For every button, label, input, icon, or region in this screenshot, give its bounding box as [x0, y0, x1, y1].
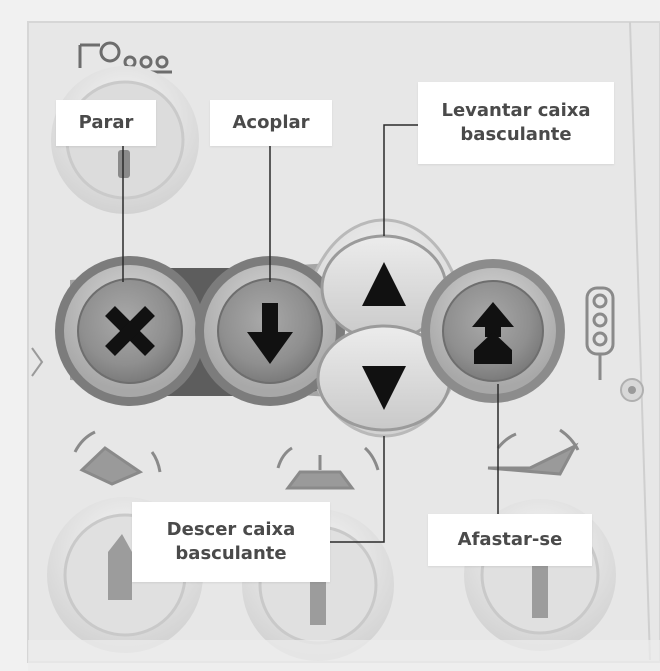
arrow-down-icon	[247, 303, 293, 364]
tilt-right-icon	[487, 428, 580, 476]
screw-icon	[620, 378, 644, 402]
stop-button[interactable]	[55, 256, 205, 406]
callout-raise-bin-line1: Levantar caixa	[441, 100, 591, 121]
chevron-right-icon	[31, 347, 44, 377]
callout-lower-bin-line1: Descer caixa	[166, 519, 296, 540]
traffic-light-icon	[585, 286, 615, 380]
callout-move-away: Afastar-se	[428, 514, 592, 566]
callout-move-away-label: Afastar-se	[457, 529, 563, 550]
leader-line-lower	[330, 436, 385, 543]
triangle-up-icon	[362, 262, 406, 306]
callout-lower-bin-line2: basculante	[175, 543, 287, 564]
callout-stop: Parar	[56, 100, 156, 146]
callout-lower-bin: Descer caixa basculante	[132, 502, 330, 582]
triangle-down-icon	[362, 366, 406, 410]
leader-lines	[122, 124, 499, 543]
callout-couple: Acoplar	[210, 100, 332, 146]
lower-bin-button[interactable]	[316, 324, 452, 432]
tilt-left-icon	[73, 430, 162, 486]
x-icon	[105, 306, 155, 356]
double-arrow-up-icon	[472, 302, 514, 364]
callout-stop-label: Parar	[78, 112, 134, 133]
leader-line-raise	[383, 124, 418, 236]
couple-button[interactable]	[195, 256, 345, 406]
callout-couple-label: Acoplar	[232, 112, 310, 133]
move-away-button[interactable]	[421, 259, 565, 403]
callout-raise-bin: Levantar caixa basculante	[418, 82, 614, 164]
tilt-center-icon	[276, 446, 380, 490]
callout-raise-bin-line2: basculante	[460, 124, 572, 145]
